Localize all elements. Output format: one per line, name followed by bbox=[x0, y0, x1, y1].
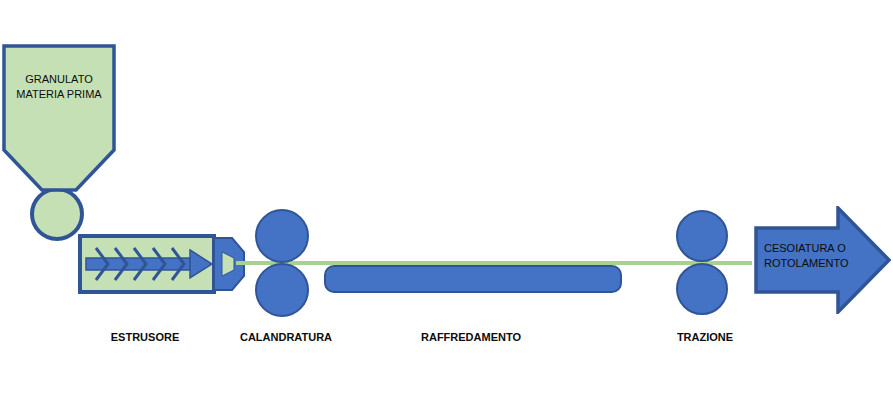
film-line bbox=[236, 261, 752, 265]
feeder-circle bbox=[32, 189, 82, 239]
screw-flight bbox=[96, 248, 108, 280]
station-label: TRAZIONE bbox=[677, 331, 733, 343]
output-arrow-shape bbox=[756, 208, 889, 312]
traction-roller bbox=[677, 211, 727, 261]
cooling-bath bbox=[325, 266, 621, 292]
traction-roller bbox=[677, 264, 727, 314]
station-label: CALANDRATURA bbox=[240, 331, 332, 343]
hopper-outline bbox=[2, 44, 116, 192]
station-label: RAFFREDAMENTO bbox=[421, 331, 521, 343]
node-text: GRANULATO MATERIA PRIMA bbox=[8, 72, 110, 102]
calender-roller bbox=[256, 264, 308, 316]
screw-shaft bbox=[86, 258, 190, 270]
die-opening bbox=[222, 252, 234, 276]
screw-flight bbox=[134, 248, 146, 280]
hopper: GRANULATO MATERIA PRIMA bbox=[2, 44, 116, 192]
hopper-shape bbox=[4, 46, 114, 190]
screw-flights bbox=[96, 248, 184, 280]
station-label: ESTRUSORE bbox=[111, 331, 179, 343]
extruder-barrel bbox=[80, 236, 214, 292]
screw-flight bbox=[153, 248, 165, 280]
screw-tip bbox=[190, 250, 212, 278]
screw-flight bbox=[115, 248, 127, 280]
calender-roller bbox=[256, 210, 308, 262]
screw-flight bbox=[172, 248, 184, 280]
node-text: CESOIATURA O ROTOLAMENTO bbox=[764, 241, 876, 271]
output-arrow: CESOIATURA O ROTOLAMENTO bbox=[754, 206, 891, 314]
